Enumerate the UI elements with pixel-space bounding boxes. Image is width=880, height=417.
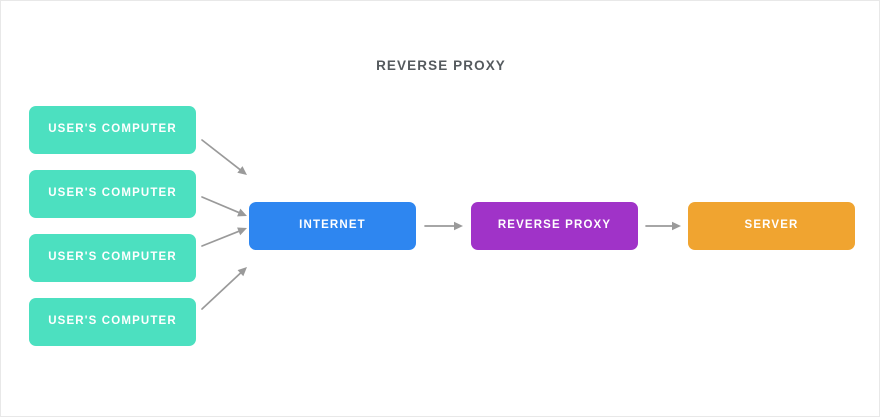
client-1-to-internet-line (201, 139, 242, 172)
reverse-proxy-node[interactable]: REVERSE PROXY (471, 202, 638, 250)
client-node-2-label: USER'S COMPUTER (48, 187, 177, 200)
client-node-1[interactable]: USER'S COMPUTER (29, 106, 196, 154)
client-node-3-label: USER'S COMPUTER (48, 251, 177, 264)
client-node-4[interactable]: USER'S COMPUTER (29, 298, 196, 346)
internet-node[interactable]: INTERNET (249, 202, 416, 250)
reverse-proxy-node-label: REVERSE PROXY (497, 219, 612, 232)
internet-node-label: INTERNET (299, 219, 366, 232)
internet-to-reverse-proxy-arrowhead (454, 221, 463, 231)
client-4-to-internet-arrowhead (237, 267, 247, 277)
server-node[interactable]: SERVER (688, 202, 855, 250)
client-4-to-internet-line (201, 271, 243, 310)
server-node-label: SERVER (744, 219, 799, 232)
client-node-1-label: USER'S COMPUTER (48, 123, 177, 136)
client-node-3[interactable]: USER'S COMPUTER (29, 234, 196, 282)
client-2-to-internet-arrowhead (237, 208, 247, 217)
client-node-2[interactable]: USER'S COMPUTER (29, 170, 196, 218)
client-2-to-internet-line (201, 196, 241, 214)
client-node-4-label: USER'S COMPUTER (48, 315, 177, 328)
page-title: REVERSE PROXY (376, 58, 506, 73)
client-3-to-internet-arrowhead (237, 227, 247, 236)
client-1-to-internet-arrowhead (237, 166, 247, 175)
client-3-to-internet-line (201, 229, 241, 247)
reverse-proxy-to-server-arrowhead (672, 221, 681, 231)
